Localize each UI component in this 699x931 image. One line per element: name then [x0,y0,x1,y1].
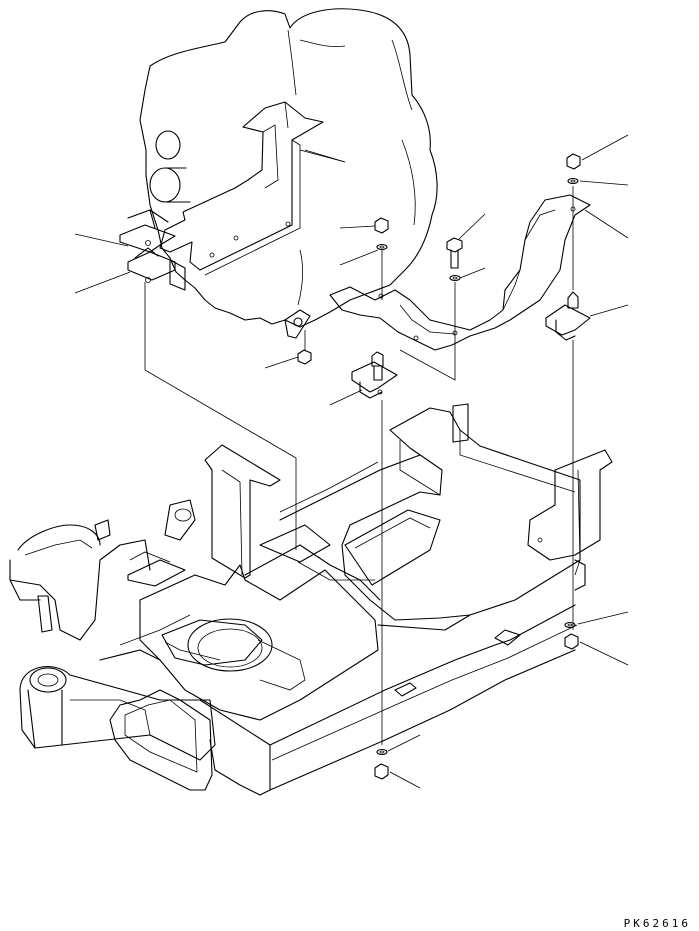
upper-right-hardware [566,153,581,185]
leader-lines [74,134,629,789]
drawing-code-label: PK62616 [623,917,691,930]
center-hardware [297,217,389,381]
lower-right-hardware [564,621,579,650]
mount-cushion-right [545,291,591,341]
alignment-lines [144,186,574,745]
engine-bracket-left [159,101,346,276]
lower-center-hardware [374,748,389,780]
mount-cushion-lower-left [127,247,186,291]
bolt-and-washer [446,237,463,282]
mount-cushion-center [351,361,398,399]
revolving-frame [9,403,613,796]
engine-block-outline [139,8,438,339]
mount-cushion-upper-left [119,209,176,253]
engine-bracket-right [329,194,591,351]
